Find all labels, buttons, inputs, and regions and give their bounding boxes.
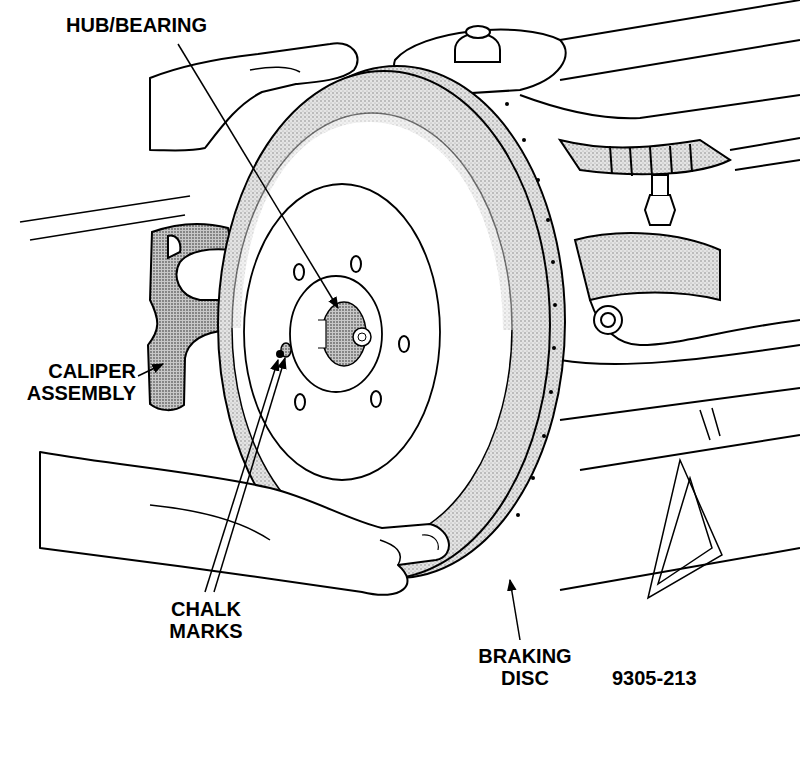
- suspension-parts: [520, 95, 800, 118]
- part-label: CALIPER ASSEMBLY: [6, 360, 136, 405]
- braking-disc: [542, 434, 546, 438]
- leader-lines: [178, 44, 338, 308]
- braking-disc: [322, 302, 366, 366]
- leader-lines: [510, 580, 520, 640]
- hands: [150, 505, 270, 540]
- braking-disc: [505, 102, 509, 106]
- braking-disc: [351, 256, 361, 272]
- braking-disc: [358, 333, 366, 341]
- braking-disc: [371, 391, 381, 407]
- suspension-parts: [560, 40, 800, 80]
- caliper-assembly: [168, 236, 180, 258]
- suspension-parts: [560, 345, 800, 364]
- braking-disc: [505, 102, 557, 517]
- braking-disc: [353, 328, 371, 346]
- part-label: CHALK MARKS: [150, 598, 262, 643]
- braking-disc: [295, 394, 305, 410]
- part-label: HUB/BEARING: [66, 14, 236, 36]
- braking-disc: [277, 351, 283, 357]
- braking-disc: [290, 276, 382, 392]
- suspension-parts: [590, 300, 800, 345]
- suspension-parts: [700, 408, 720, 440]
- part-label: BRAKING DISC: [462, 645, 588, 690]
- suspension-parts: [560, 388, 800, 420]
- braking-disc: [553, 303, 557, 307]
- braking-disc: [552, 346, 556, 350]
- leader-lines: [214, 358, 285, 592]
- hands: [150, 43, 358, 150]
- hands: [40, 43, 449, 594]
- figure-number: 9305-213: [612, 667, 697, 689]
- braking-disc: [551, 260, 555, 264]
- braking-disc: [318, 320, 326, 348]
- suspension-parts: [645, 195, 675, 225]
- braking-disc: [244, 184, 440, 480]
- hands: [40, 452, 449, 595]
- suspension-parts: [575, 233, 720, 300]
- leader-lines: [138, 364, 163, 376]
- hands: [422, 535, 438, 550]
- braking-disc: [232, 113, 512, 543]
- suspension-parts: [610, 144, 692, 176]
- suspension-parts: [20, 0, 800, 598]
- leader-lines: [205, 360, 278, 592]
- suspension-parts: [594, 306, 622, 334]
- braking-disc: [294, 264, 304, 280]
- suspension-parts: [652, 175, 668, 195]
- suspension-parts: [658, 478, 712, 584]
- braking-disc: [516, 513, 520, 517]
- braking-disc: [531, 476, 535, 480]
- hands: [250, 67, 300, 72]
- suspension-parts: [601, 313, 615, 327]
- braking-disc: [536, 178, 540, 182]
- suspension-parts: [580, 435, 800, 470]
- suspension-parts: [730, 138, 800, 170]
- braking-disc: [546, 218, 550, 222]
- leader-lines: [138, 44, 520, 640]
- hands: [380, 540, 400, 565]
- braking-disc: [522, 138, 526, 142]
- suspension-parts: [648, 460, 722, 598]
- suspension-parts: [466, 26, 490, 38]
- suspension-parts: [560, 0, 800, 40]
- suspension-parts: [560, 140, 730, 174]
- braking-disc: [399, 336, 409, 352]
- braking-disc: [549, 390, 553, 394]
